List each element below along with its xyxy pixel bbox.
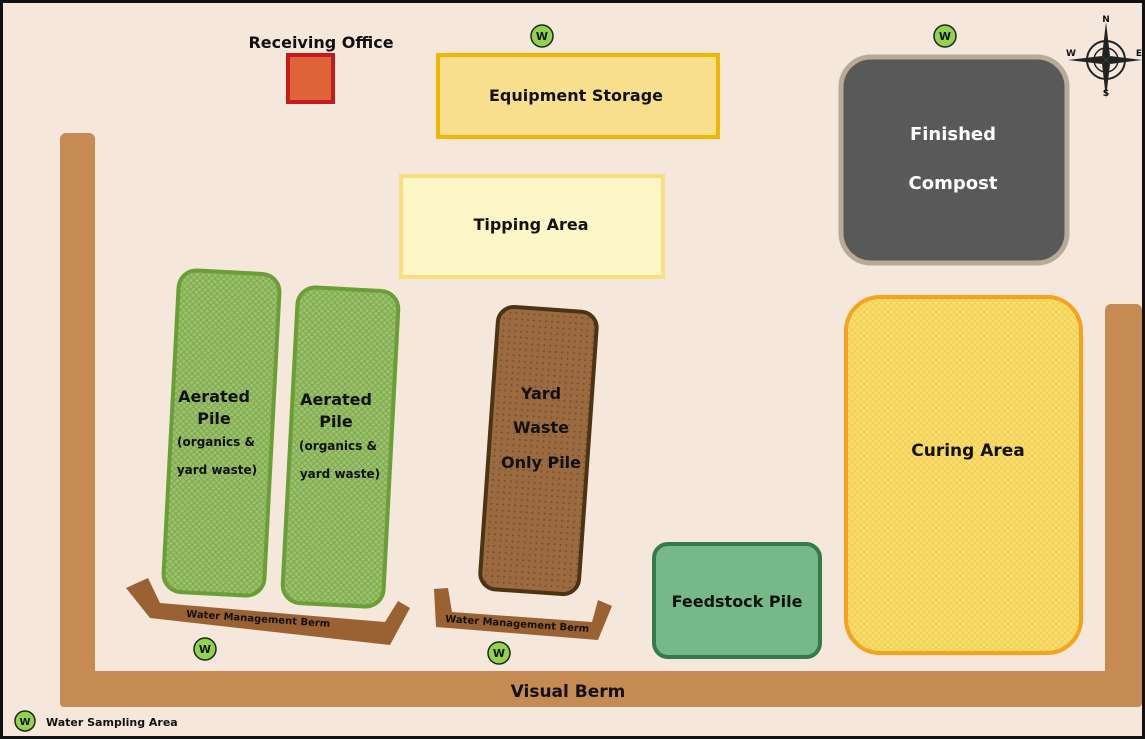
water-sampling-marker: W	[193, 637, 217, 661]
aerated-pile-2-label-3: (organics &	[299, 439, 377, 453]
equipment-storage	[436, 53, 720, 139]
finished-compost-label-2: Compost	[909, 173, 998, 194]
compass-n: N	[1102, 15, 1110, 25]
aerated-pile-2-label-4: yard waste)	[300, 467, 380, 481]
water-sampling-marker: W	[933, 24, 957, 48]
aerated-pile-1	[161, 268, 282, 598]
visual-berm-right-arm	[1105, 304, 1142, 704]
aerated-pile-1-label-1: Aerated	[178, 387, 250, 406]
legend: W Water Sampling Area	[14, 710, 178, 732]
aerated-pile-2-label-2: Pile	[319, 412, 353, 431]
visual-berm-label: Visual Berm	[511, 682, 626, 702]
water-sampling-marker: W	[487, 641, 511, 665]
yard-waste-pile-label-1: Yard	[520, 384, 561, 403]
svg-text:W: W	[493, 647, 505, 660]
water-management-berm-1	[126, 578, 410, 645]
svg-text:W: W	[939, 30, 951, 43]
finished-compost-label-1: Finished	[910, 124, 996, 145]
curing-area	[844, 295, 1083, 655]
compass-w: W	[1066, 49, 1076, 59]
feedstock-pile	[652, 542, 822, 659]
curing-area-label: Curing Area	[911, 441, 1025, 461]
compass-rose-icon: N S W E	[1066, 15, 1142, 99]
finished-compost	[838, 54, 1070, 266]
aerated-pile-2-label-1: Aerated	[300, 390, 372, 409]
svg-text:W: W	[536, 30, 548, 43]
receiving-office-label: Receiving Office	[248, 33, 393, 52]
aerated-pile-1-label-2: Pile	[197, 409, 231, 428]
compass-e: E	[1136, 49, 1142, 59]
feedstock-pile-label: Feedstock Pile	[672, 592, 803, 611]
tipping-area-label: Tipping Area	[473, 215, 588, 234]
aerated-pile-2	[280, 285, 401, 609]
tipping-area	[399, 174, 665, 279]
equipment-storage-label: Equipment Storage	[489, 86, 663, 105]
legend-water-symbol: W	[19, 717, 30, 728]
water-sampling-marker: W	[530, 24, 554, 48]
legend-water-marker	[14, 710, 36, 732]
legend-text: Water Sampling Area	[46, 716, 178, 729]
yard-waste-pile	[478, 305, 599, 597]
aerated-pile-1-label-4: yard waste)	[177, 463, 257, 477]
water-management-berm-2	[434, 588, 612, 640]
aerated-pile-1-label-3: (organics &	[177, 435, 255, 449]
visual-berm	[60, 671, 1142, 707]
compass-s: S	[1103, 89, 1109, 99]
yard-waste-pile-label-3: Only Pile	[501, 453, 581, 472]
svg-text:W: W	[199, 643, 211, 656]
yard-waste-pile-label-2: Waste	[513, 418, 569, 437]
receiving-office	[286, 53, 335, 104]
visual-berm-left-arm	[60, 133, 95, 703]
